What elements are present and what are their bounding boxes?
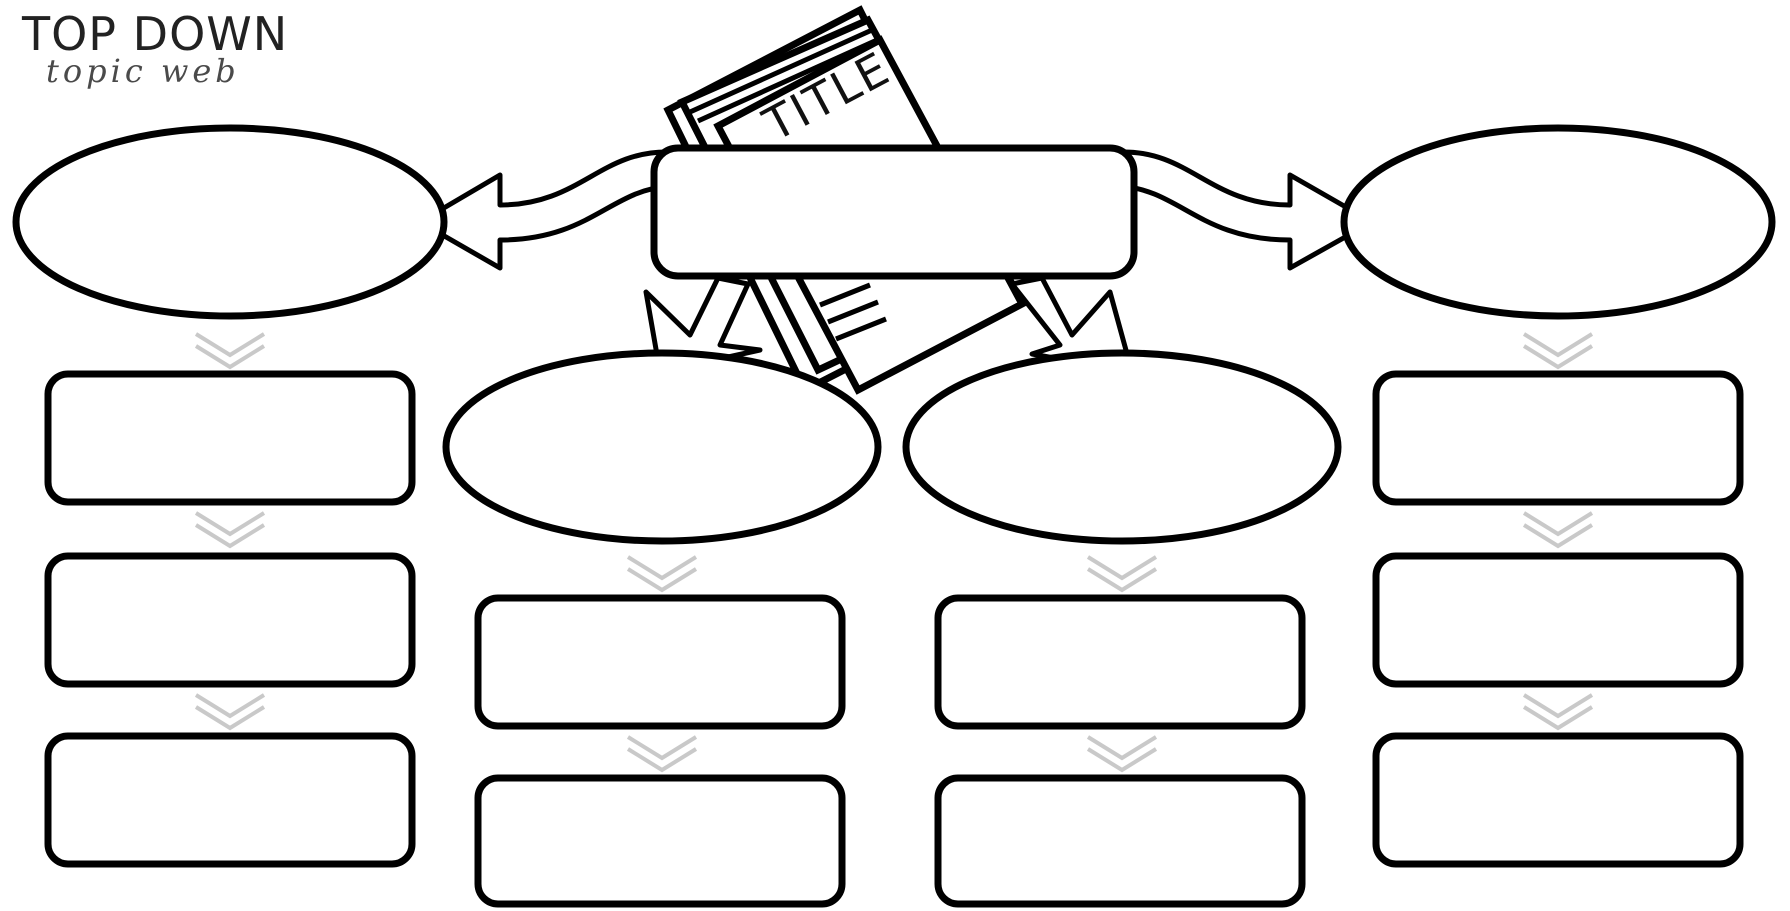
subtopic-oval[interactable] xyxy=(906,353,1338,541)
subtopic-oval[interactable] xyxy=(16,128,444,316)
arrow-to-right-oval xyxy=(1120,152,1372,268)
subtopic-oval[interactable] xyxy=(1344,128,1772,316)
detail-box[interactable] xyxy=(48,736,412,864)
detail-box[interactable] xyxy=(1376,736,1740,864)
detail-box[interactable] xyxy=(938,598,1302,726)
subtopic-column-2 xyxy=(446,353,878,904)
main-topic-box[interactable] xyxy=(654,148,1134,276)
header: TOP DOWN topic web xyxy=(21,7,288,90)
detail-box[interactable] xyxy=(478,598,842,726)
detail-box[interactable] xyxy=(1376,374,1740,502)
subtopic-column-1 xyxy=(16,128,444,864)
detail-box[interactable] xyxy=(938,778,1302,904)
detail-box[interactable] xyxy=(478,778,842,904)
subtopic-oval[interactable] xyxy=(446,353,878,541)
heading-subtitle: topic web xyxy=(46,52,240,90)
subtopic-column-4 xyxy=(1344,128,1772,864)
detail-box[interactable] xyxy=(48,556,412,684)
detail-box[interactable] xyxy=(48,374,412,502)
detail-box[interactable] xyxy=(1376,556,1740,684)
arrow-to-left-oval xyxy=(420,152,670,268)
subtopic-column-3 xyxy=(906,353,1338,904)
